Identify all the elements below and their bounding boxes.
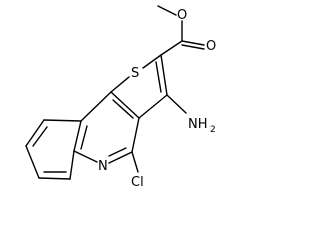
- bond-c6-c5a: [69, 150, 75, 180]
- bond-c2-c3-inner: [155, 61, 162, 93]
- bond-c9a-c9: [43, 119, 82, 122]
- bond-carbonyl-double-1: [181, 40, 205, 46]
- ester-oxygen-label: O: [177, 8, 187, 23]
- bond-c9-c8: [25, 119, 45, 147]
- bond-c4-n5: [108, 151, 133, 164]
- atom-labels: S O O NH 2 N Cl: [98, 8, 216, 190]
- bond-c4-cl: [131, 151, 139, 173]
- chlorine-label: Cl: [131, 175, 144, 190]
- bond-lines: [25, 5, 205, 180]
- bond-c3a-c4: [131, 117, 140, 153]
- bond-s-c9b: [110, 76, 130, 93]
- bond-c7-c6: [38, 177, 71, 180]
- bond-c3-nh2: [166, 94, 187, 114]
- bond-methyl-o: [157, 5, 177, 16]
- ring-nitrogen-label: N: [98, 159, 108, 174]
- bond-c9a-c5a-inner: [80, 125, 88, 150]
- bond-c3-c3a: [138, 94, 168, 119]
- carbonyl-oxygen-label: O: [206, 39, 216, 54]
- bond-carbonyl-double-2: [181, 44, 205, 50]
- bond-c2-s: [142, 54, 162, 69]
- bond-c9-c8-inner: [32, 126, 48, 147]
- sulfur-label: S: [131, 66, 139, 81]
- bond-carbonyl-to-ring: [160, 40, 183, 56]
- amino-subscript: 2: [210, 125, 216, 135]
- bond-c9b-c3a-inner: [112, 99, 134, 119]
- bond-c2-c3: [160, 54, 168, 96]
- molecule-structure: S O O NH 2 N Cl: [25, 5, 216, 190]
- bond-n5-c5a: [73, 150, 98, 163]
- bond-c9b-c3a: [110, 91, 140, 119]
- bond-c8-c7: [25, 145, 40, 179]
- bond-c4-n5-inner: [108, 147, 127, 157]
- bond-c9b-c9a: [80, 91, 112, 122]
- amino-label: NH: [188, 117, 208, 132]
- bond-c9a-c5a: [73, 120, 82, 152]
